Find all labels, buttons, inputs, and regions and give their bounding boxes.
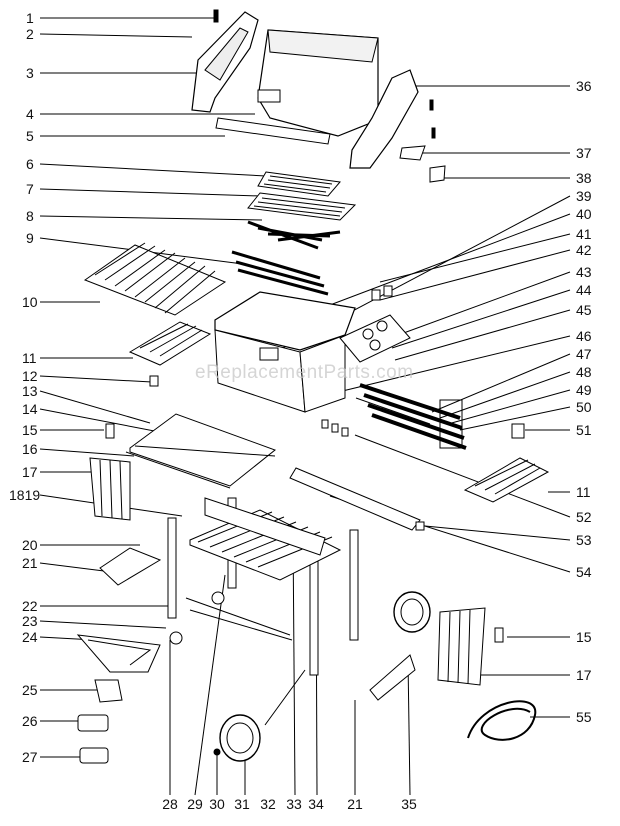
label-5: 5 [26,128,34,144]
label-16: 16 [22,441,38,457]
label-42: 42 [576,242,592,258]
label-29: 29 [187,796,203,812]
flavorizer-bars [231,220,341,296]
label-45: 45 [576,302,592,318]
label-2: 2 [26,26,34,42]
label-52: 52 [576,509,592,525]
label-35: 35 [401,796,417,812]
label-51: 51 [576,422,592,438]
label-50: 50 [576,399,592,415]
label-49: 49 [576,382,592,398]
control-panel [339,285,411,363]
label-3: 3 [26,65,34,81]
burner-tubes [355,383,467,450]
label-11-right: 11 [576,484,591,500]
hood [215,29,379,145]
label-20: 20 [22,537,38,553]
label-1: 1 [26,10,34,26]
label-31: 31 [234,796,250,812]
label-12: 12 [22,368,38,384]
label-43: 43 [576,264,592,280]
label-22: 22 [22,598,38,614]
label-26: 26 [22,713,38,729]
label-44: 44 [576,282,592,298]
label-24: 24 [22,629,38,645]
label-38: 38 [576,170,592,186]
label-32: 32 [260,796,276,812]
label-46: 46 [576,328,592,344]
label-27: 27 [22,749,38,765]
label-55: 55 [576,709,592,725]
label-47: 47 [576,346,592,362]
label-9: 9 [26,230,34,246]
cookbox [214,291,356,413]
label-15: 15 [22,422,38,438]
label-21: 21 [22,555,38,571]
gas-hose [467,700,537,741]
label-53: 53 [576,532,592,548]
label-1819: 1819 [9,487,41,503]
label-30: 30 [209,796,225,812]
label-6: 6 [26,156,34,172]
label-48: 48 [576,364,592,380]
wheels [169,591,431,762]
hardware [105,9,525,643]
label-54: 54 [576,564,592,580]
label-10: 10 [22,294,38,310]
hood-end-caps [191,11,419,169]
watermark-text: eReplacementParts.com [195,362,414,383]
warming-racks [128,321,550,503]
label-28: 28 [162,796,178,812]
label-39: 39 [576,188,592,204]
label-40: 40 [576,206,592,222]
label-15-right: 15 [576,629,592,645]
label-13: 13 [22,383,38,399]
label-17-right: 17 [576,667,592,683]
side-panels [89,457,486,686]
label-37: 37 [576,145,592,161]
label-25: 25 [22,682,38,698]
label-34: 34 [308,796,324,812]
label-4: 4 [26,106,34,122]
label-23: 23 [22,613,38,629]
label-41: 41 [576,226,592,242]
label-33: 33 [286,796,302,812]
brackets-and-catch-pan [76,547,416,764]
label-36: 36 [576,78,592,94]
label-11: 11 [22,350,37,366]
label-8: 8 [26,208,34,224]
grates [83,171,357,316]
label-17: 17 [22,464,38,480]
label-14: 14 [22,401,38,417]
cart-frame [125,413,421,676]
label-21-bottom: 21 [347,796,363,812]
label-7: 7 [26,181,34,197]
